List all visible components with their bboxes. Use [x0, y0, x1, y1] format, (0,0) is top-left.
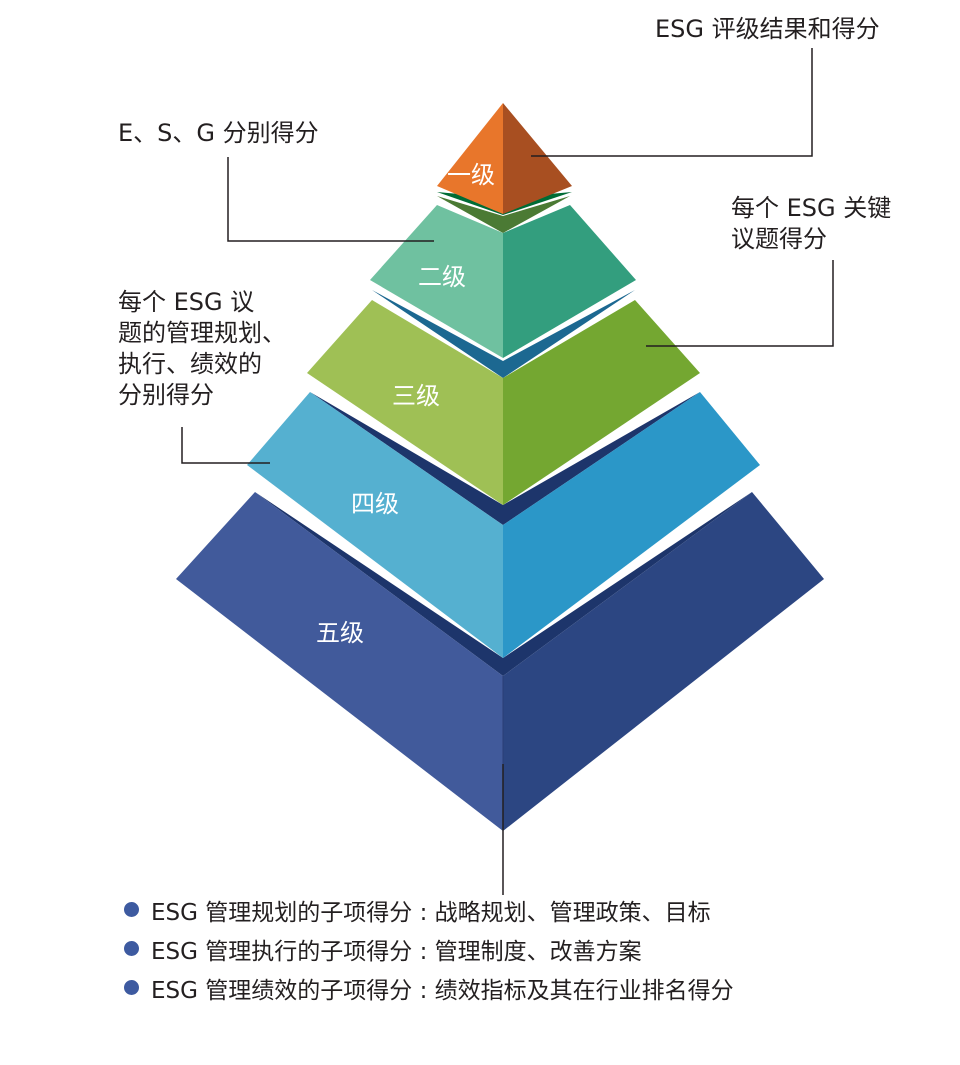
bullet-icon: [124, 941, 139, 956]
issue-callout: 每个 ESG 关键 议题得分: [731, 194, 892, 253]
pillar-leader-line: [227, 157, 434, 242]
level-2-label: 二级: [418, 263, 466, 291]
level-1-right-face: [503, 103, 572, 214]
level-4-right-face: [503, 392, 760, 658]
level-5-left-face: [176, 492, 503, 831]
legend-item-text: ESG 管理绩效的子项得分 : 绩效指标及其在行业排名得分: [151, 977, 734, 1004]
level-2-right-face: [503, 205, 636, 358]
management-leader-line: [181, 427, 270, 464]
management-callout: 每个 ESG 议 题的管理规划、 执行、绩效的 分别得分: [118, 288, 286, 409]
legend-item: ESG 管理规划的子项得分 : 战略规划、管理政策、目标: [124, 890, 734, 929]
level-5-right-face: [503, 492, 824, 831]
issue-leader-line: [646, 260, 834, 347]
level-4-left-face: [247, 392, 503, 658]
level-3-left-face: [307, 300, 503, 505]
bullet-icon: [124, 902, 139, 917]
legend-item-text: ESG 管理执行的子项得分 : 管理制度、改善方案: [151, 938, 642, 965]
pillar-callout: E、S、G 分别得分: [118, 119, 319, 147]
legend-item: ESG 管理绩效的子项得分 : 绩效指标及其在行业排名得分: [124, 968, 734, 1007]
level-2-left-face: [370, 205, 503, 358]
rating-callout: ESG 评级结果和得分: [655, 15, 880, 43]
level-1-left-face: [437, 103, 503, 214]
level-1-label: 一级: [447, 161, 495, 189]
legend: ESG 管理规划的子项得分 : 战略规划、管理政策、目标 ESG 管理执行的子项…: [124, 890, 734, 1007]
level-4-label: 四级: [351, 490, 399, 518]
level-5-label: 五级: [316, 619, 364, 647]
legend-item-text: ESG 管理规划的子项得分 : 战略规划、管理政策、目标: [151, 899, 711, 926]
level-3-label: 三级: [392, 382, 440, 410]
bullet-icon: [124, 980, 139, 995]
legend-item: ESG 管理执行的子项得分 : 管理制度、改善方案: [124, 929, 734, 968]
level-2-dark-band: [437, 196, 570, 233]
level-3-right-face: [503, 300, 700, 505]
rating-leader-line: [531, 48, 813, 157]
